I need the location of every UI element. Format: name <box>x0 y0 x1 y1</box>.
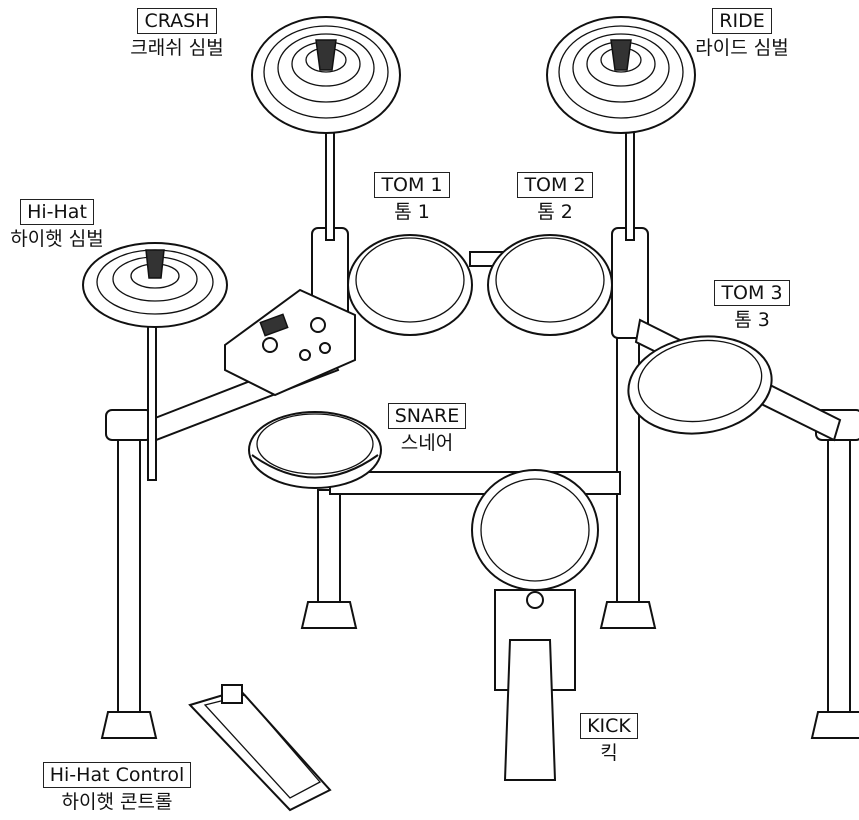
tom3-label-en: TOM 3 <box>714 280 790 306</box>
crash-label-en: CRASH <box>137 8 217 34</box>
tom1-label-ko: 톰 1 <box>394 201 430 223</box>
ride-label-en: RIDE <box>712 8 772 34</box>
crash-label-ko: 크래쉬 심벌 <box>130 37 224 59</box>
ride-label-ko: 라이드 심벌 <box>695 37 789 59</box>
hihat-control-label-en: Hi-Hat Control <box>42 762 192 788</box>
label-hihat-control: Hi-Hat Control 하이햇 콘트롤 <box>17 762 217 814</box>
tom3-pad <box>627 335 773 435</box>
snare-pad <box>248 411 382 489</box>
tom3-label-ko: 톰 3 <box>734 309 770 331</box>
kick-label-en: KICK <box>580 713 638 739</box>
tom2-label-ko: 톰 2 <box>537 201 573 223</box>
label-tom2: TOM 2 톰 2 <box>455 172 655 224</box>
label-kick: KICK 킥 <box>509 713 709 765</box>
hihat-cymbal <box>82 242 228 481</box>
tom1-pad <box>347 234 473 336</box>
hihat-label-ko: 하이햇 심벌 <box>10 228 104 250</box>
tom2-pad <box>487 234 613 336</box>
ride-cymbal <box>546 16 696 241</box>
tom1-label-en: TOM 1 <box>374 172 450 198</box>
hihat-control-pedal <box>188 684 332 812</box>
tom2-label-en: TOM 2 <box>517 172 593 198</box>
hihat-control-label-ko: 하이햇 콘트롤 <box>61 791 173 813</box>
label-tom3: TOM 3 톰 3 <box>652 280 852 332</box>
snare-label-ko: 스네어 <box>400 432 454 454</box>
label-hihat: Hi-Hat 하이햇 심벌 <box>0 199 157 251</box>
label-ride: RIDE 라이드 심벌 <box>642 8 842 60</box>
label-crash: CRASH 크래쉬 심벌 <box>77 8 277 60</box>
rack-legs <box>100 227 859 739</box>
label-tom1: TOM 1 톰 1 <box>312 172 512 224</box>
kick-pad <box>471 469 599 781</box>
label-snare: SNARE 스네어 <box>327 403 527 455</box>
kick-label-ko: 킥 <box>600 742 618 764</box>
drum-module <box>224 288 356 397</box>
crash-cymbal <box>251 16 401 241</box>
snare-label-en: SNARE <box>387 403 467 429</box>
hihat-label-en: Hi-Hat <box>20 199 94 225</box>
